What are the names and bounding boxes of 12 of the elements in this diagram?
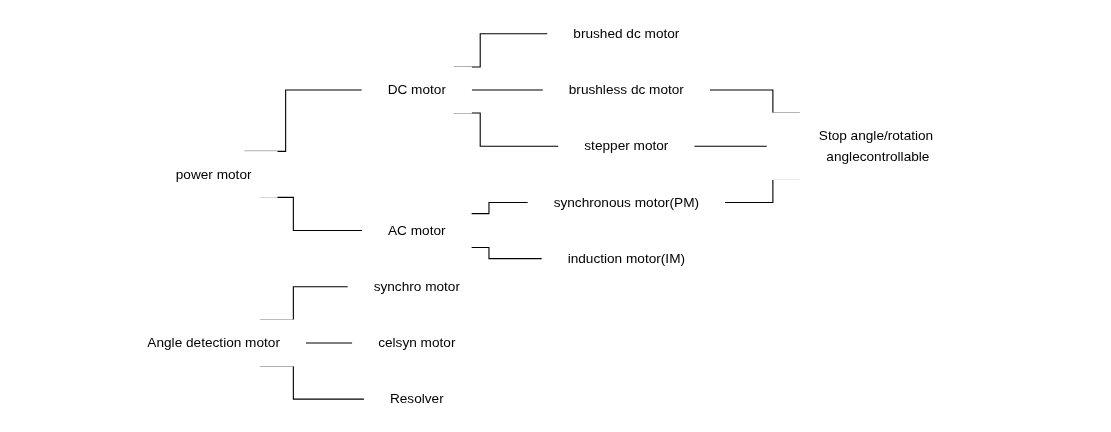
node-text: synchro motor bbox=[373, 278, 461, 294]
connector bbox=[470, 246, 543, 259]
node-text: induction motor(IM) bbox=[567, 250, 686, 265]
node-text: brushless dc motor bbox=[569, 81, 685, 97]
node-text: Resolver bbox=[390, 391, 444, 406]
node-text: brushed dc motor bbox=[573, 25, 680, 41]
connector bbox=[693, 145, 768, 147]
connector bbox=[470, 201, 529, 214]
node-text: synchronous motor(PM) bbox=[553, 194, 700, 209]
node-text: AC motor bbox=[388, 222, 446, 237]
node-text: stepper motor bbox=[584, 138, 669, 153]
node-text: celsyn motor bbox=[378, 334, 456, 350]
